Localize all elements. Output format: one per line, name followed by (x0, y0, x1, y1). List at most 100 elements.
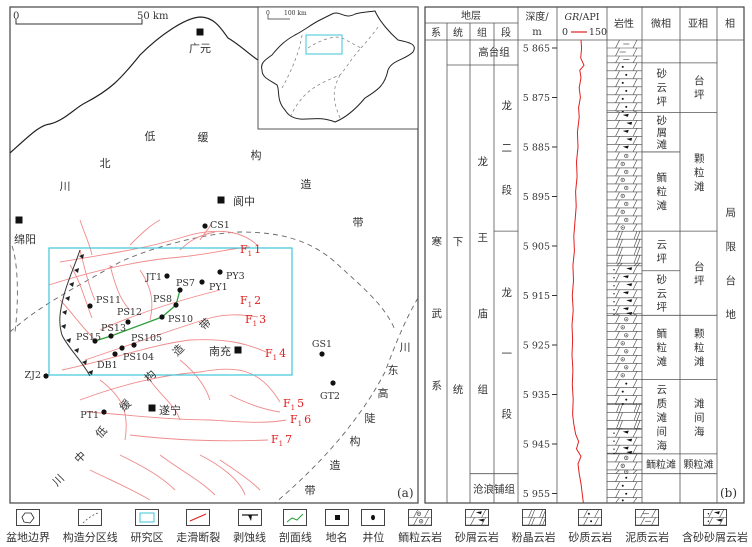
denudation-tick (74, 348, 79, 353)
header-subfacies: 亚相 (688, 17, 708, 30)
lithology-oolitic (607, 453, 642, 475)
inset-map: 0 100 km (257, 6, 419, 130)
well-label: JT1 (145, 272, 162, 283)
region-char: 川 (60, 180, 71, 193)
well-label: ZJ2 (25, 370, 41, 381)
lithology-mixed (607, 265, 642, 316)
depth-tick-label: 5 945 (523, 440, 550, 451)
lithology-powder (522, 510, 545, 525)
denudation-tick (61, 324, 66, 329)
depth-tick-label: 5 885 (523, 143, 550, 154)
lithology-powder (607, 231, 642, 267)
zone-lines (9, 231, 419, 504)
well-GS1: GS1 (312, 339, 332, 357)
well-label: PS13 (101, 323, 126, 334)
depth-tick-label: 5 925 (523, 341, 550, 352)
place-marker-icon (148, 404, 156, 412)
inset-scale-end: 100 km (284, 10, 307, 17)
legend: 盆地边界构造分区线研究区走滑断裂剥蚀线剖面线地名井位鲕粒云岩砂屑云岩粉晶云岩砂质… (6, 509, 748, 545)
fault-line (84, 314, 259, 361)
basin-boundary (9, 16, 259, 154)
region-char: 高 (378, 386, 389, 400)
legend-label: 地名 (325, 531, 348, 544)
fault-line (79, 249, 96, 301)
region-char: 北 (100, 157, 111, 170)
legend-item-strike-slip-fault: 走滑断裂 (176, 509, 220, 545)
legend-item-sandy: 砂质云岩 (568, 509, 612, 545)
well-marker-icon (131, 342, 137, 348)
scale-end: 50 km (137, 11, 169, 22)
place-marker-icon (217, 196, 225, 204)
header-facies: 相 (725, 17, 735, 30)
legend-label: 粉晶云岩 (511, 531, 556, 544)
well-marker-icon (319, 351, 325, 357)
fault-line (129, 434, 269, 442)
zone-line-icon (78, 509, 103, 526)
legend-item-place: 地名 (324, 509, 349, 545)
microfacies-label: 鲕粒滩 (646, 458, 676, 471)
well-marker-icon (177, 287, 183, 293)
well-ZJ2: ZJ2 (25, 370, 49, 381)
lithology-sandy (579, 510, 602, 525)
well-marker-icon (173, 302, 179, 308)
depth-tick-label: 5 895 (523, 192, 550, 203)
series-label: 下统 (453, 236, 464, 396)
legend-item-oolitic: 鲕粒云岩 (398, 509, 442, 545)
well-PS8: PS8 (153, 294, 179, 308)
fault-line (219, 459, 261, 491)
header-strata: 地层 (461, 9, 481, 22)
legend-item-mud: 泥质云岩 (625, 509, 669, 545)
header-formation: 组 (477, 26, 487, 39)
depth-tick-label: 5 865 (523, 44, 550, 55)
place-marker-icon (234, 346, 242, 354)
denudation-tick (66, 338, 71, 343)
well-marker-icon (101, 409, 107, 415)
well-marker-icon (92, 338, 98, 344)
well-PS7: PS7 (176, 278, 195, 293)
lithology-sandy (607, 473, 642, 504)
sandy-icon (578, 509, 603, 526)
fault-line (109, 264, 131, 311)
study-area-icon (135, 509, 160, 526)
fault-line (119, 454, 176, 491)
legend-item-zone-line: 构造分区线 (63, 509, 118, 545)
fault-line (59, 230, 259, 263)
scale-zero: 0 (13, 11, 19, 22)
panel-label-b: (b) (720, 486, 737, 500)
region-char: 带 (305, 484, 316, 497)
well-label: PS7 (176, 278, 195, 289)
well-marker-icon (330, 380, 336, 386)
place-广元: 广元 (189, 28, 211, 55)
header-lithology: 岩性 (614, 17, 634, 30)
gr-curve (571, 39, 585, 504)
legend-label: 含砂砂屑云岩 (681, 531, 748, 544)
region-char: 造 (301, 177, 312, 191)
well-JT1: JT1 (145, 272, 170, 283)
depth-tick-label: 5 875 (523, 93, 550, 104)
fault-line (199, 454, 246, 496)
place-label: 广元 (189, 42, 211, 55)
place-南充: 南充 (209, 344, 242, 358)
lithology-oolitic (607, 151, 642, 232)
depth-tick-label: 5 935 (523, 390, 550, 401)
well-label: PS8 (153, 294, 172, 305)
scale-bar: 0 50 km (13, 11, 169, 25)
region-char: 造 (330, 458, 341, 472)
well-marker-icon (159, 314, 165, 320)
strike-slip-fault-icon (186, 509, 211, 526)
legend-item-sandclast: 砂屑云岩 (455, 509, 499, 545)
well-label: GS1 (312, 339, 332, 350)
well-marker-icon (119, 345, 125, 351)
well-icon (361, 509, 386, 526)
legend-label: 研究区 (130, 531, 164, 544)
legend-label: 走滑断裂 (176, 531, 221, 544)
well-CS1: CS1 (202, 220, 230, 231)
place-label: 绵阳 (14, 232, 36, 246)
well-PS11: PS11 (87, 295, 121, 309)
study-area (48, 247, 293, 376)
